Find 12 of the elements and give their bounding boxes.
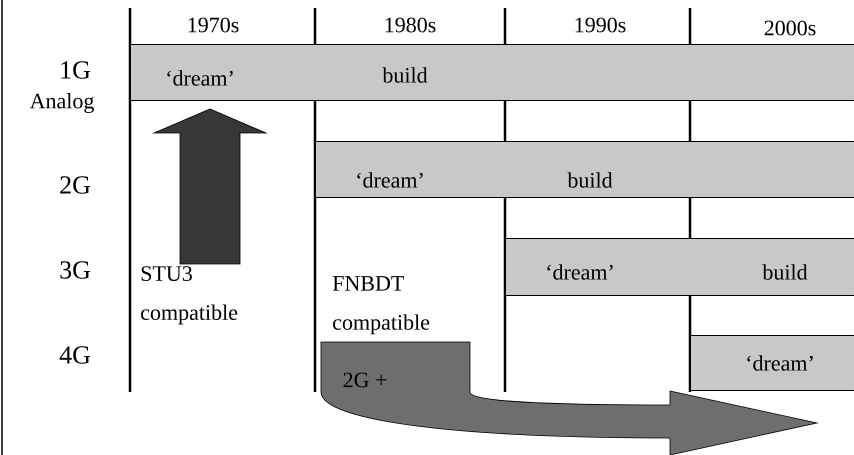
timeline-bar: ‘dream’ <box>690 335 854 391</box>
block-arrow <box>152 108 268 264</box>
generation-label: 2G <box>60 176 90 194</box>
generation-label: 4G <box>60 346 90 364</box>
note-text: FNBDT compatible <box>332 276 430 334</box>
note-text: STU3 compatible <box>141 266 238 324</box>
timeline-bar: ‘dream’ build <box>130 44 854 101</box>
generation-label: 1G <box>61 61 90 79</box>
generation-sublabel: Analog <box>30 93 94 113</box>
generation-label: 3G <box>60 261 90 279</box>
timeline-bar: ‘dream’ build <box>505 238 854 296</box>
timeline-bar: ‘dream’ build <box>315 141 854 198</box>
